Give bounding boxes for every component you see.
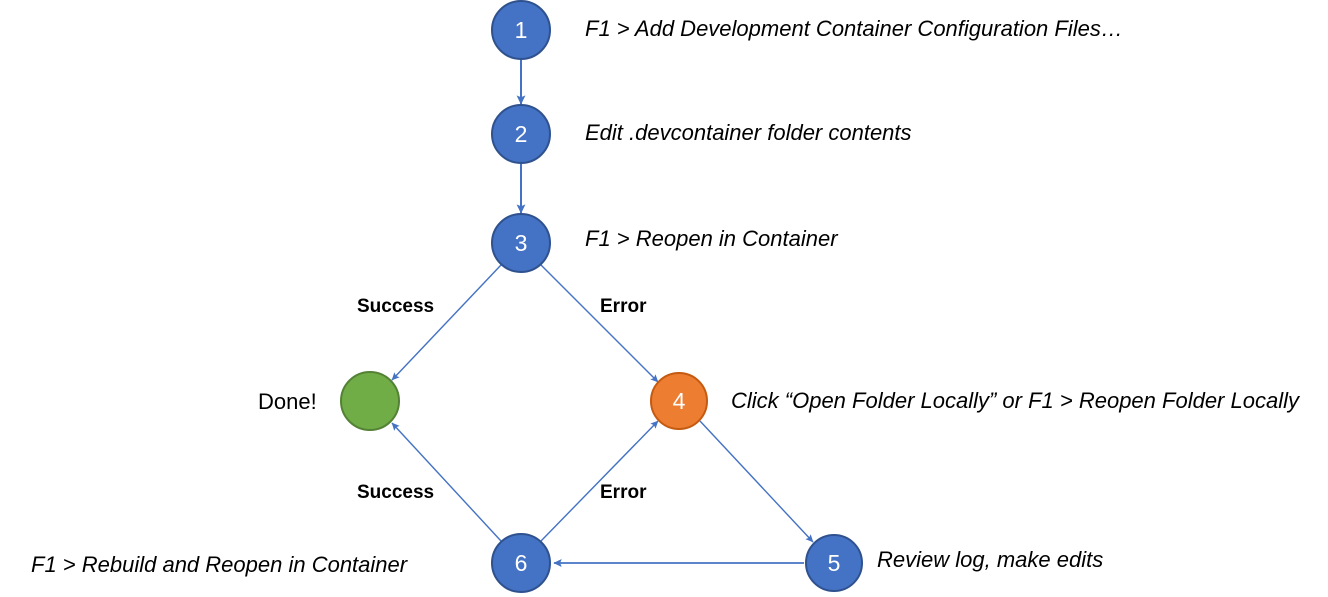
node-3-label: 3 bbox=[514, 229, 528, 256]
node-6-label: 6 bbox=[514, 549, 528, 576]
edge-label-success-upper: Success bbox=[357, 296, 435, 317]
caption-node-1: F1 > Add Development Container Configura… bbox=[585, 16, 1123, 41]
caption-node-done: Done! bbox=[258, 389, 317, 414]
node-2-label: 2 bbox=[514, 120, 528, 147]
node-4-label: 4 bbox=[672, 387, 686, 414]
node-1[interactable]: 1 bbox=[491, 0, 551, 60]
edge-6-to-4-error bbox=[540, 420, 659, 542]
node-5[interactable]: 5 bbox=[805, 534, 863, 592]
node-done[interactable] bbox=[340, 371, 400, 431]
caption-node-6: F1 > Rebuild and Reopen in Container bbox=[31, 552, 408, 577]
node-2[interactable]: 2 bbox=[491, 104, 551, 164]
node-1-label: 1 bbox=[514, 16, 528, 43]
caption-node-5: Review log, make edits bbox=[877, 547, 1104, 572]
edge-label-success-lower: Success bbox=[357, 482, 435, 503]
caption-node-3: F1 > Reopen in Container bbox=[585, 226, 838, 251]
node-6[interactable]: 6 bbox=[491, 533, 551, 593]
edge-3-to-4-error bbox=[540, 264, 659, 383]
edge-label-error-upper: Error bbox=[600, 296, 647, 317]
edge-label-error-lower: Error bbox=[600, 482, 647, 503]
edge-6-to-done-success bbox=[391, 422, 502, 542]
node-4[interactable]: 4 bbox=[650, 372, 708, 430]
edge-4-to-5 bbox=[699, 420, 814, 543]
edge-3-to-done-success bbox=[391, 264, 502, 381]
node-3[interactable]: 3 bbox=[491, 213, 551, 273]
caption-node-4: Click “Open Folder Locally” or F1 > Reop… bbox=[731, 388, 1299, 413]
caption-node-2: Edit .devcontainer folder contents bbox=[585, 120, 912, 145]
node-5-label: 5 bbox=[827, 549, 841, 576]
